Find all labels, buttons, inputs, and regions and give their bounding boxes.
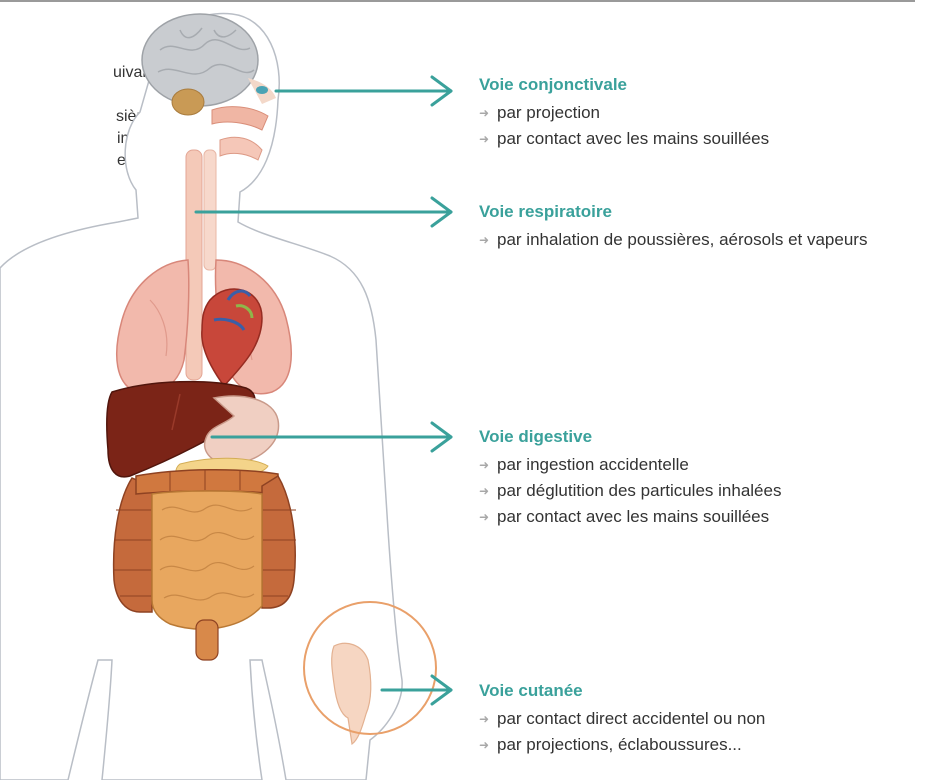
brain: [142, 14, 258, 106]
route-title: Voie cutanée: [479, 680, 765, 702]
small-intestine: [152, 491, 262, 629]
small-arrow-icon: ➜: [479, 478, 489, 504]
route-item: ➜par projections, éclaboussures...: [479, 732, 765, 758]
small-arrow-icon: ➜: [479, 732, 489, 758]
route-title: Voie conjonctivale: [479, 74, 769, 96]
route-item: ➜par inhalation de poussières, aérosols …: [479, 227, 929, 253]
route-item: ➜par contact avec les mains souillées: [479, 126, 769, 152]
route-cutaneous: Voie cutanée ➜par contact direct acciden…: [479, 680, 765, 758]
route-item: ➜par projection: [479, 100, 769, 126]
route-digestive: Voie digestive ➜par ingestion accidentel…: [479, 426, 781, 530]
small-arrow-icon: ➜: [479, 706, 489, 732]
route-item: ➜par contact avec les mains souillées: [479, 504, 781, 530]
route-item: ➜par déglutition des particules inhalées: [479, 478, 781, 504]
route-item: ➜par ingestion accidentelle: [479, 452, 781, 478]
cerebellum: [172, 89, 204, 115]
eye: [256, 86, 268, 94]
small-arrow-icon: ➜: [479, 452, 489, 478]
route-title: Voie digestive: [479, 426, 781, 448]
trachea: [204, 150, 216, 270]
small-arrow-icon: ➜: [479, 227, 489, 253]
route-title: Voie respiratoire: [479, 201, 929, 223]
small-arrow-icon: ➜: [479, 126, 489, 152]
route-respiratory: Voie respiratoire ➜par inhalation de pou…: [479, 201, 929, 253]
rectum: [196, 620, 218, 660]
route-item: ➜par contact direct accidentel ou non: [479, 706, 765, 732]
small-arrow-icon: ➜: [479, 504, 489, 530]
small-arrow-icon: ➜: [479, 100, 489, 126]
route-conjunctival: Voie conjonctivale ➜par projection ➜par …: [479, 74, 769, 152]
